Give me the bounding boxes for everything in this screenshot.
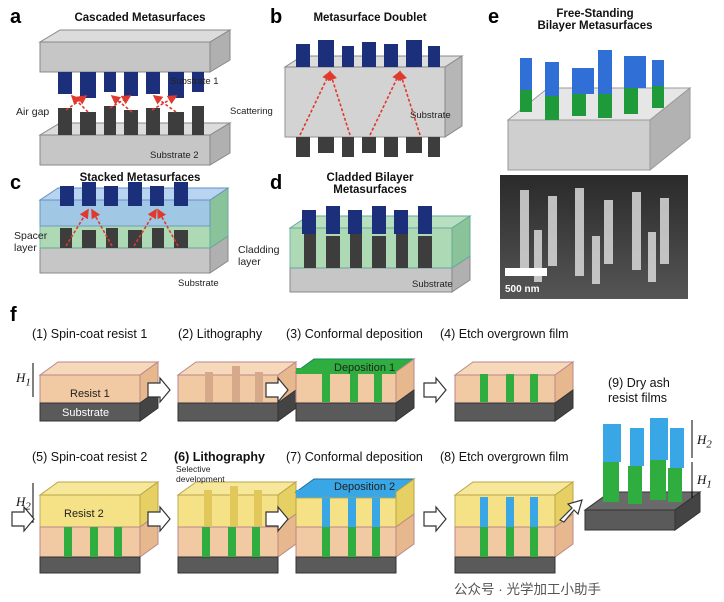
panel-letter-b: b <box>270 6 283 28</box>
scale-bar-label: 500 nm <box>505 284 540 295</box>
step-5-label: (5) Spin-coat resist 2 <box>32 450 148 464</box>
panel-letter-e: e <box>488 6 500 28</box>
scale-bar <box>505 268 547 276</box>
label-substrate-1: Substrate 1 <box>170 76 219 87</box>
label-h1-left: H1 <box>16 370 31 389</box>
panel-f-row2 <box>32 418 702 574</box>
panel-d-title: Cladded Bilayer Metasurfaces <box>300 172 440 196</box>
step-4-label: (4) Etch overgrown film <box>440 327 569 341</box>
label-selective-development: Selective development <box>176 464 225 484</box>
label-substrate-d: Substrate <box>412 279 453 290</box>
watermark-text: 公众号 · 光学加工小助手 <box>454 582 601 597</box>
step-2-label: (2) Lithography <box>178 327 263 341</box>
h1-symbol-right: H <box>697 472 707 487</box>
h1-subscript-right: 1 <box>706 478 712 491</box>
label-deposition-1: Deposition 1 <box>334 362 396 374</box>
panel-letter-a: a <box>10 6 22 28</box>
step-6-label: (6) Lithography <box>174 450 265 464</box>
panel-d-title-line2: Metasurfaces <box>333 184 407 196</box>
panel-letter-c: c <box>10 172 22 194</box>
label-resist-2: Resist 2 <box>64 508 104 520</box>
h2-subscript-right: 2 <box>706 438 712 451</box>
step-3-label: (3) Conformal deposition <box>286 327 423 341</box>
label-deposition-2: Deposition 2 <box>334 481 396 493</box>
label-cladding-layer: Cladding layer <box>238 244 280 268</box>
panel-letter-f: f <box>10 304 17 326</box>
panel-e-drawing <box>500 50 692 299</box>
panel-b-drawing <box>283 40 464 157</box>
h2-subscript: 2 <box>25 500 31 513</box>
panel-e-title: Free-Standing Bilayer Metasurfaces <box>520 8 670 32</box>
panel-d-drawing <box>288 206 472 293</box>
panel-letter-d: d <box>270 172 283 194</box>
panel-a-title: Cascaded Metasurfaces <box>74 12 206 24</box>
step-7-label: (7) Conformal deposition <box>286 450 423 464</box>
h2-symbol-right: H <box>697 432 707 447</box>
label-substrate-f: Substrate <box>62 407 110 419</box>
label-h2-left: H2 <box>16 494 31 513</box>
panel-e-title-line2: Bilayer Metasurfaces <box>537 20 653 32</box>
h1-subscript: 1 <box>25 376 31 389</box>
panel-d-title-line1: Cladded Bilayer <box>326 172 414 184</box>
panel-f-row1 <box>32 358 575 422</box>
panel-c-title: Stacked Metasurfaces <box>79 172 201 184</box>
step-8-label: (8) Etch overgrown film <box>440 450 569 464</box>
h2-symbol: H <box>16 494 26 509</box>
label-air-gap: Air gap <box>16 106 50 118</box>
label-resist-1: Resist 1 <box>70 388 110 400</box>
label-h2-right: H2 <box>697 432 712 451</box>
panel-c-drawing <box>38 182 230 274</box>
process-arrows <box>11 376 583 533</box>
h1-symbol: H <box>16 370 26 385</box>
label-substrate-b: Substrate <box>410 110 451 121</box>
label-scattering: Scattering <box>230 106 273 117</box>
step-9-label: (9) Dry ash resist films <box>608 376 670 405</box>
step-1-label: (1) Spin-coat resist 1 <box>32 327 148 341</box>
panel-b-title: Metasurface Doublet <box>313 12 427 24</box>
panel-a-drawing <box>38 29 232 166</box>
label-substrate-2: Substrate 2 <box>150 150 199 161</box>
panel-e-title-line1: Free-Standing <box>556 8 634 20</box>
label-spacer-layer: Spacer layer <box>14 230 48 254</box>
label-substrate-c: Substrate <box>178 278 219 289</box>
label-h1-right: H1 <box>697 472 712 491</box>
